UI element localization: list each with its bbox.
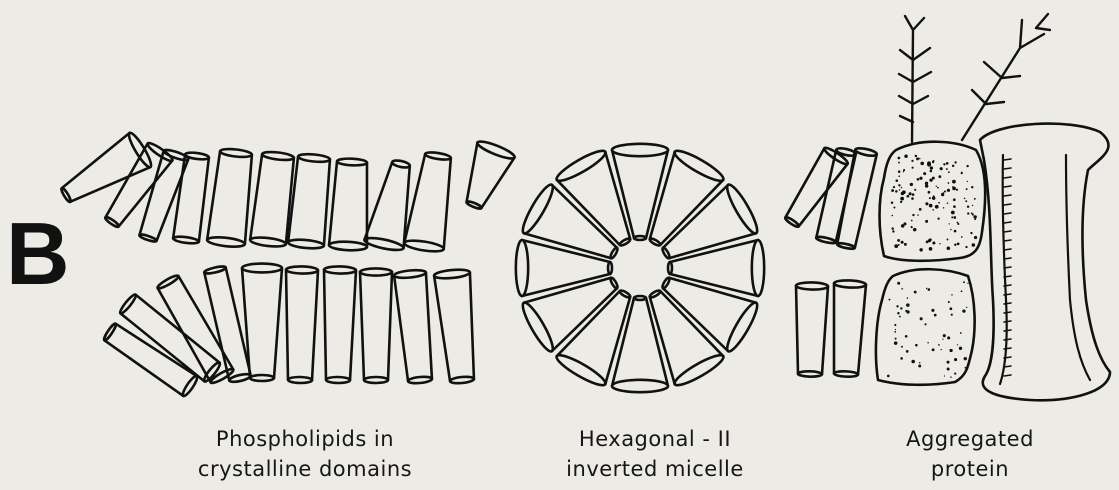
glycan-chain-right [962, 14, 1050, 140]
channel-inner-wall [1066, 155, 1090, 380]
glycan-chain-left [899, 16, 931, 142]
protein-aggregate-lower [876, 269, 975, 385]
caption-micelle: Hexagonal - II inverted micelle [520, 424, 790, 484]
lipid-cone [834, 280, 866, 377]
caption-protein-line1: Aggregated [860, 424, 1080, 454]
aggregated-protein [876, 14, 1110, 400]
caption-micelle-line1: Hexagonal - II [520, 424, 790, 454]
caption-phospholipids: Phospholipids in crystalline domains [160, 424, 450, 484]
lipid-cone [329, 158, 367, 251]
lipids-near-protein [784, 146, 877, 377]
lipid-cone [434, 268, 475, 384]
caption-phospholipids-line1: Phospholipids in [160, 424, 450, 454]
protein-aggregate-upper [880, 142, 986, 261]
lipid-cone [60, 131, 154, 203]
caption-micelle-line2: inverted micelle [520, 454, 790, 484]
panel-label: B [6, 210, 70, 298]
lipid-cone [286, 266, 318, 383]
lipid-cone [466, 138, 516, 209]
lipid-cone [612, 296, 668, 392]
lipid-cone [118, 293, 221, 383]
lipid-cone [796, 282, 828, 377]
lipid-cone [612, 144, 668, 240]
lipid-cone [139, 148, 189, 243]
lipid-cone [668, 240, 764, 296]
lipid-cone [360, 268, 392, 383]
lipid-cone [207, 148, 253, 249]
lipid-cone [242, 264, 282, 381]
transmembrane-channel-protein [980, 124, 1110, 401]
caption-phospholipids-line2: crystalline domains [160, 454, 450, 484]
lipid-cone [784, 146, 849, 228]
lipid-cone [250, 151, 295, 248]
lipid-cone [516, 240, 612, 296]
lipid-cone [324, 266, 356, 383]
upper-lipid-leaflet [60, 131, 516, 254]
channel-inner-wall [1000, 155, 1007, 384]
hexagonal-ii-micelle [516, 144, 764, 392]
lipid-cone [173, 151, 210, 244]
caption-protein: Aggregated protein [860, 424, 1080, 484]
lipid-cone [364, 159, 411, 252]
caption-protein-line2: protein [860, 454, 1080, 484]
lipid-cone [394, 269, 432, 384]
lower-lipid-leaflet [103, 264, 475, 398]
lipid-cone [156, 274, 234, 385]
